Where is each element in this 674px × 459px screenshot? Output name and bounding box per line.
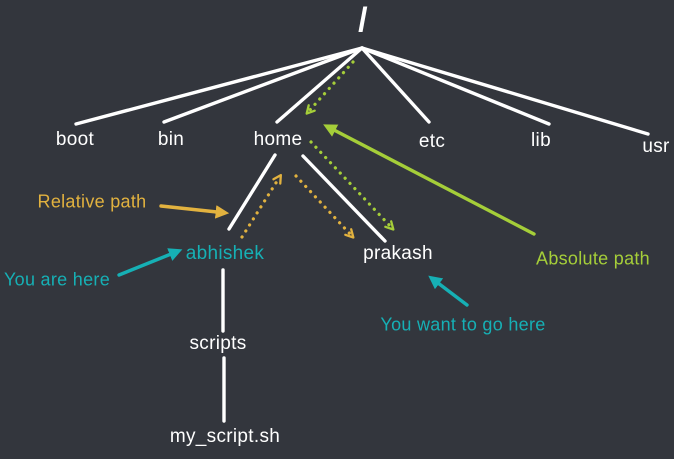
node-home: home bbox=[253, 129, 303, 150]
relative-route-home-to-prakash-dotted-arrow bbox=[294, 174, 355, 239]
node-lib: lib bbox=[531, 130, 551, 151]
edge-root-usr bbox=[360, 46, 650, 136]
relative-path-label: Relative path bbox=[37, 191, 147, 212]
edge-home-prakash bbox=[301, 154, 387, 243]
absolute-route-home-to-prakash-dotted-arrow bbox=[309, 140, 395, 231]
you-are-here-label: You are here bbox=[3, 269, 111, 290]
edge-root-home bbox=[275, 46, 364, 124]
absolute-path-label: Absolute path bbox=[536, 248, 650, 269]
node-etc: etc bbox=[418, 131, 446, 152]
node-prakash: prakash bbox=[363, 243, 433, 264]
node-my-script-sh: my_script.sh bbox=[169, 426, 281, 447]
edge-root-lib bbox=[360, 46, 551, 126]
edge-home-abhishek bbox=[227, 153, 277, 231]
you-want-to-go-here-arrow-icon bbox=[428, 275, 469, 307]
node-bin: bin bbox=[157, 129, 185, 150]
relative-route-abhishek-to-home-dotted-arrow bbox=[240, 173, 282, 239]
edge-root-bin bbox=[162, 46, 364, 124]
edge-root-boot bbox=[74, 46, 364, 126]
absolute-path-arrow-icon bbox=[323, 124, 536, 236]
edge-root-etc bbox=[360, 46, 431, 124]
relative-path-arrow-icon bbox=[159, 204, 230, 219]
node-boot: boot bbox=[55, 129, 95, 150]
node-usr: usr bbox=[642, 136, 670, 157]
you-want-to-go-here-label: You want to go here bbox=[380, 314, 546, 335]
you-are-here-arrow-icon bbox=[117, 248, 183, 277]
node-abhishek: abhishek bbox=[185, 243, 265, 264]
node-scripts: scripts bbox=[189, 333, 247, 354]
node-root: / bbox=[358, 1, 368, 40]
